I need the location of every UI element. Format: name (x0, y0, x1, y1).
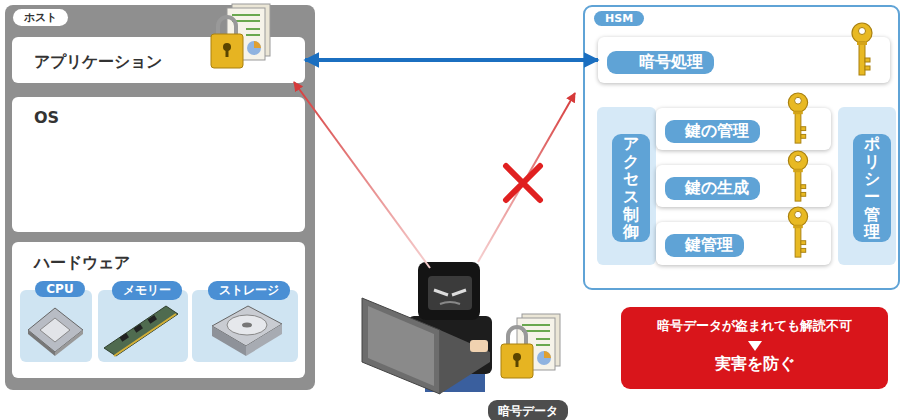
hacker-illustration-part (440, 302, 460, 304)
node-text: 暗号処理 (607, 51, 714, 74)
layer-box: アプリケーション (12, 37, 305, 83)
node-text: アプリケーション (20, 51, 173, 74)
memory-icon-part (104, 306, 178, 356)
storage-icon-part (242, 323, 252, 328)
storage-icon-part (212, 326, 246, 356)
hacker-illustration-part (368, 306, 434, 386)
node-text: 暗号データが盗まれても解読不可 (657, 317, 852, 335)
cpu-icon-part (40, 318, 70, 342)
hacker-illustration-part (470, 340, 488, 352)
node-text: CPU (35, 281, 84, 297)
node-text: ポリシー管理 (853, 134, 891, 242)
key-icon-part (788, 151, 807, 201)
component-box: CPU (20, 290, 92, 362)
data-tag: 暗号データ (488, 400, 568, 420)
memory-icon-part (134, 324, 143, 333)
cpu-icon-part (55, 330, 83, 356)
function-box: 暗号処理 (598, 37, 890, 83)
down-triangle (747, 340, 763, 352)
key-icon-part (788, 207, 807, 257)
down-triangle-part (748, 341, 762, 351)
node-text: 実害を防ぐ (715, 354, 795, 375)
storage-icon-part (246, 324, 282, 356)
node-text: OS (20, 107, 70, 128)
function-box: 鍵の生成 (656, 165, 831, 207)
locked-document-icon-part (211, 4, 270, 68)
storage-icon-part (227, 315, 267, 335)
hacker-illustration-part (418, 262, 480, 320)
layer-box: OS (12, 97, 305, 232)
node-text: アクセス制御 (612, 134, 650, 242)
node-text: 鍵の生成 (665, 177, 760, 200)
memory-icon-part (148, 315, 157, 324)
node-text: ハードウェア (20, 252, 141, 275)
cpu-icon-part (28, 308, 83, 352)
vertical-band: アクセス制御 (597, 107, 656, 265)
hsm-panel: HSM 暗号処理アクセス制御 鍵の管理 鍵の生成 鍵管理 ポリシー管理 (583, 5, 900, 290)
memory-icon-part (114, 314, 176, 356)
cpu-icon-part (28, 330, 55, 356)
component-box: ストレージ (192, 290, 298, 362)
hacker-illustration-part (362, 298, 440, 394)
storage-icon-part (212, 306, 282, 346)
key-icon-part (852, 23, 872, 75)
hacker-illustration-part (501, 314, 560, 378)
component-box: メモリー (98, 290, 188, 362)
node-text: メモリー (112, 281, 182, 300)
node-text: ホスト (13, 9, 68, 26)
node-text: 暗号データ (498, 403, 558, 420)
connector-layer-part (478, 93, 575, 262)
memory-icon-part (120, 315, 157, 342)
node-text: 鍵管理 (665, 234, 744, 257)
connector-layer-part (506, 166, 540, 200)
node-text: HSM (594, 11, 644, 26)
hacker-illustration-part (434, 290, 466, 295)
memory-icon-part (120, 333, 129, 342)
node-text: 鍵の管理 (665, 120, 760, 143)
connector-arrow (305, 58, 598, 62)
vertical-band: ポリシー管理 (838, 107, 896, 265)
host-panel: ホスト アプリケーション OS ハードウェア CPU メモリー ストレージ (5, 5, 315, 390)
function-box: 鍵の管理 (656, 108, 831, 150)
key-icon-part (788, 93, 807, 143)
node-text: ストレージ (208, 281, 290, 300)
result-box: 暗号データが盗まれても解読不可 実害を防ぐ (621, 307, 888, 389)
hacker-illustration-part (440, 330, 490, 394)
layer-box: ハードウェア CPU メモリー ストレージ (12, 242, 305, 378)
function-box: 鍵管理 (656, 222, 831, 265)
hacker-illustration-part (428, 276, 472, 310)
